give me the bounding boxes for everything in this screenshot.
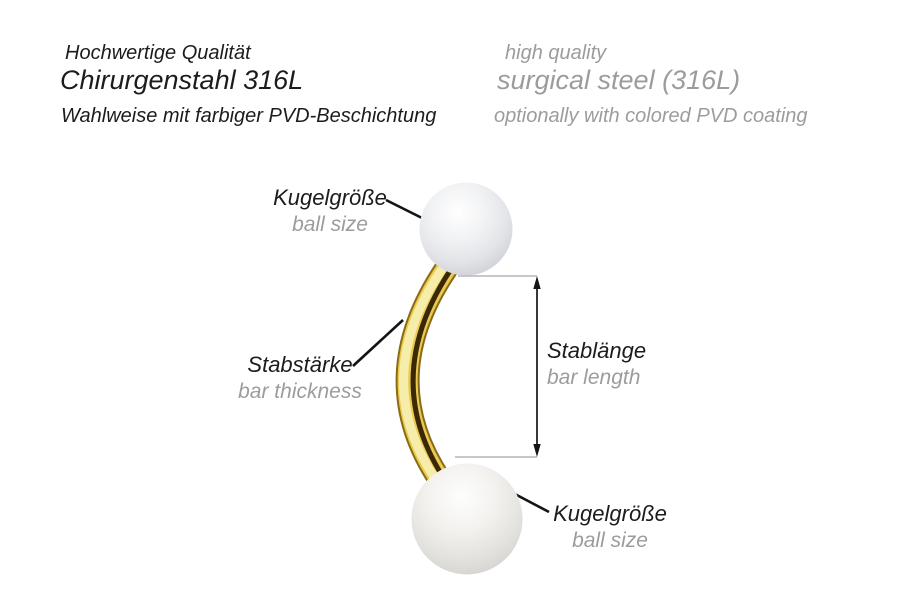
header-en-material: surgical steel (316L)	[497, 65, 741, 95]
pearl-ball-bottom	[411, 463, 523, 575]
arrow-down-icon	[533, 444, 541, 457]
pearl-ball-top	[419, 182, 513, 276]
header-de-material: Chirurgenstahl 316L	[60, 65, 304, 95]
leader-line-ball-top	[385, 198, 425, 221]
arrow-up-icon	[533, 276, 541, 289]
label-ball-size-bottom: Kugelgröße ball size	[532, 500, 688, 554]
curved-gold-bar	[395, 247, 466, 487]
header-en-coating: optionally with colored PVD coating	[494, 105, 808, 127]
label-bar-length: Stablänge bar length	[547, 337, 646, 391]
leader-line-bar-thickness	[352, 319, 404, 367]
leader-line-ball-bottom	[510, 490, 550, 514]
label-ball-size-top: Kugelgröße ball size	[252, 184, 408, 238]
bar-length-dimension	[455, 275, 541, 458]
header-de-quality: Hochwertige Qualität	[65, 42, 251, 64]
label-ball-size-top-de: Kugelgröße	[273, 185, 387, 210]
label-bar-length-en: bar length	[547, 365, 641, 389]
bar-highlight-band	[399, 252, 456, 483]
label-ball-size-bottom-en: ball size	[572, 528, 648, 552]
header-en-quality: high quality	[505, 42, 607, 64]
label-bar-thickness-de: Stabstärke	[247, 352, 353, 377]
header-de-coating: Wahlweise mit farbiger PVD-Beschichtung	[61, 105, 437, 127]
bar-dark-stripe	[410, 253, 464, 482]
label-ball-size-bottom-de: Kugelgröße	[553, 501, 667, 526]
label-bar-thickness-en: bar thickness	[238, 379, 362, 403]
label-bar-length-de: Stablänge	[547, 338, 647, 363]
label-ball-size-top-en: ball size	[292, 212, 368, 236]
label-bar-thickness: Stabstärke bar thickness	[222, 351, 378, 405]
